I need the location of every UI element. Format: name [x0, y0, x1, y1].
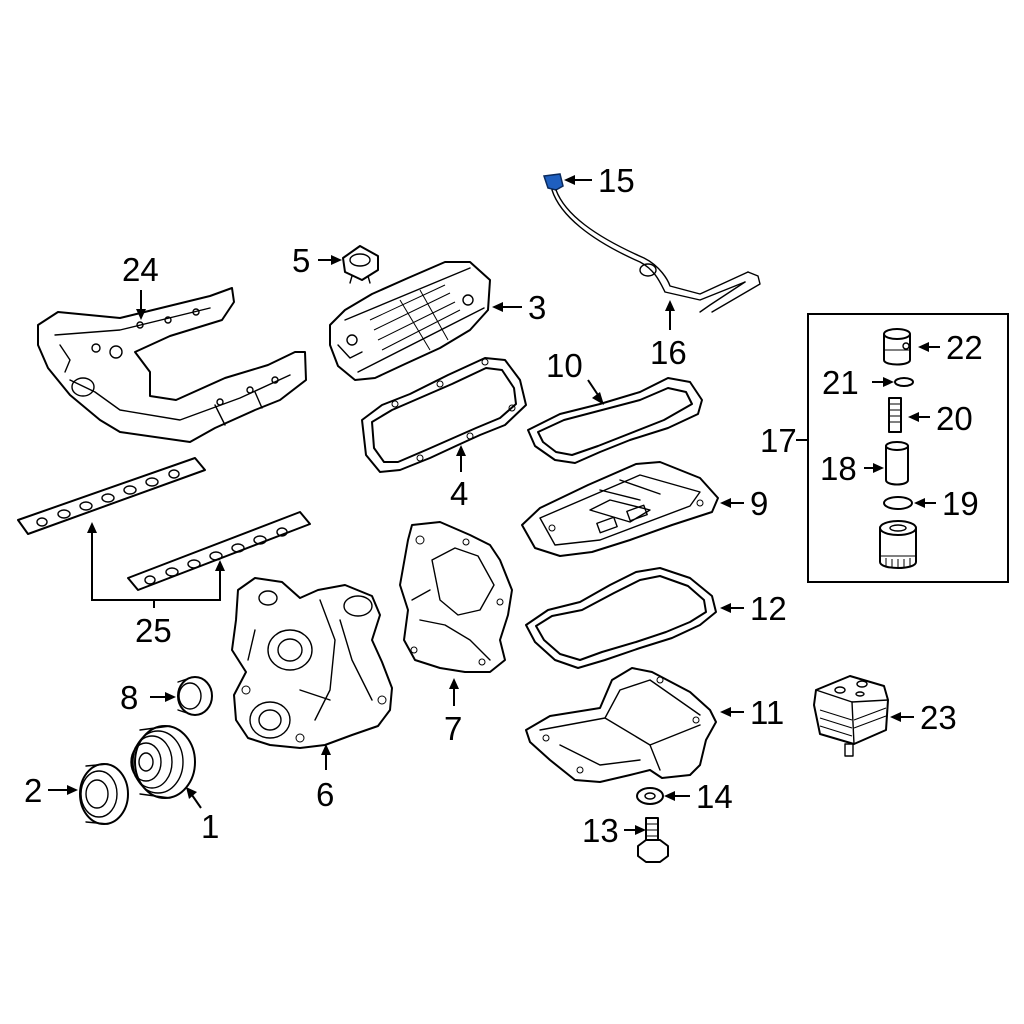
callout-11: 11	[750, 694, 784, 731]
part-15-dipstick-handle[interactable]	[542, 173, 564, 191]
callout-2: 2	[24, 772, 42, 809]
callout-3: 3	[528, 289, 546, 326]
callout-14: 14	[696, 778, 733, 815]
part-14-washer[interactable]	[636, 787, 664, 805]
part-13-drain-plug[interactable]	[637, 817, 669, 863]
callout-6: 6	[316, 776, 334, 813]
part-19-seal[interactable]	[883, 496, 913, 510]
part-17-group-box	[807, 313, 1009, 583]
callout-13: 13	[582, 812, 619, 849]
part-3-valve-cover[interactable]	[329, 261, 491, 381]
part-16-dipstick-tube[interactable]	[551, 189, 761, 313]
callout-12: 12	[750, 590, 787, 627]
callout-15: 15	[598, 162, 635, 199]
callout-17: 17	[760, 422, 797, 459]
part-12-oil-pan-gasket[interactable]	[525, 567, 717, 669]
part-21-o-ring[interactable]	[894, 377, 914, 387]
callout-25: 25	[135, 612, 172, 649]
callout-9: 9	[750, 485, 768, 522]
part-25-intake-gaskets[interactable]	[17, 457, 311, 591]
callout-22: 22	[946, 329, 983, 366]
part-7-front-cover-gasket[interactable]	[399, 521, 513, 673]
part-6-front-cover[interactable]	[231, 577, 393, 749]
part-1-crank-pulley[interactable]	[130, 725, 196, 799]
part-4-valve-cover-gasket[interactable]	[361, 357, 527, 473]
part-23-oil-cooler[interactable]	[813, 675, 889, 757]
callout-16: 16	[650, 334, 687, 371]
callout-10: 10	[546, 347, 583, 384]
part-22-filter-cap[interactable]	[883, 328, 911, 366]
callout-18: 18	[820, 450, 857, 487]
callout-5: 5	[292, 242, 310, 279]
part-10-gasket[interactable]	[527, 377, 703, 464]
callout-1: 1	[201, 808, 219, 845]
callout-8: 8	[120, 679, 138, 716]
callout-4: 4	[450, 475, 468, 512]
part-11-oil-pan[interactable]	[525, 667, 717, 783]
part-17-oil-filter[interactable]	[879, 520, 917, 569]
callout-21: 21	[822, 364, 859, 401]
part-24-intake-frame[interactable]	[37, 287, 307, 443]
part-5-oil-cap[interactable]	[342, 245, 379, 284]
callout-24: 24	[122, 251, 159, 288]
part-18-filter-element[interactable]	[885, 441, 909, 486]
callout-20: 20	[936, 400, 973, 437]
part-9-upper-oil-pan[interactable]	[521, 461, 719, 557]
part-8-front-seal[interactable]	[177, 676, 213, 716]
callout-23: 23	[920, 699, 957, 736]
callout-7: 7	[444, 710, 462, 747]
callout-19: 19	[942, 485, 979, 522]
part-20-standpipe[interactable]	[888, 397, 902, 433]
part-2-damper-ring[interactable]	[79, 763, 129, 825]
